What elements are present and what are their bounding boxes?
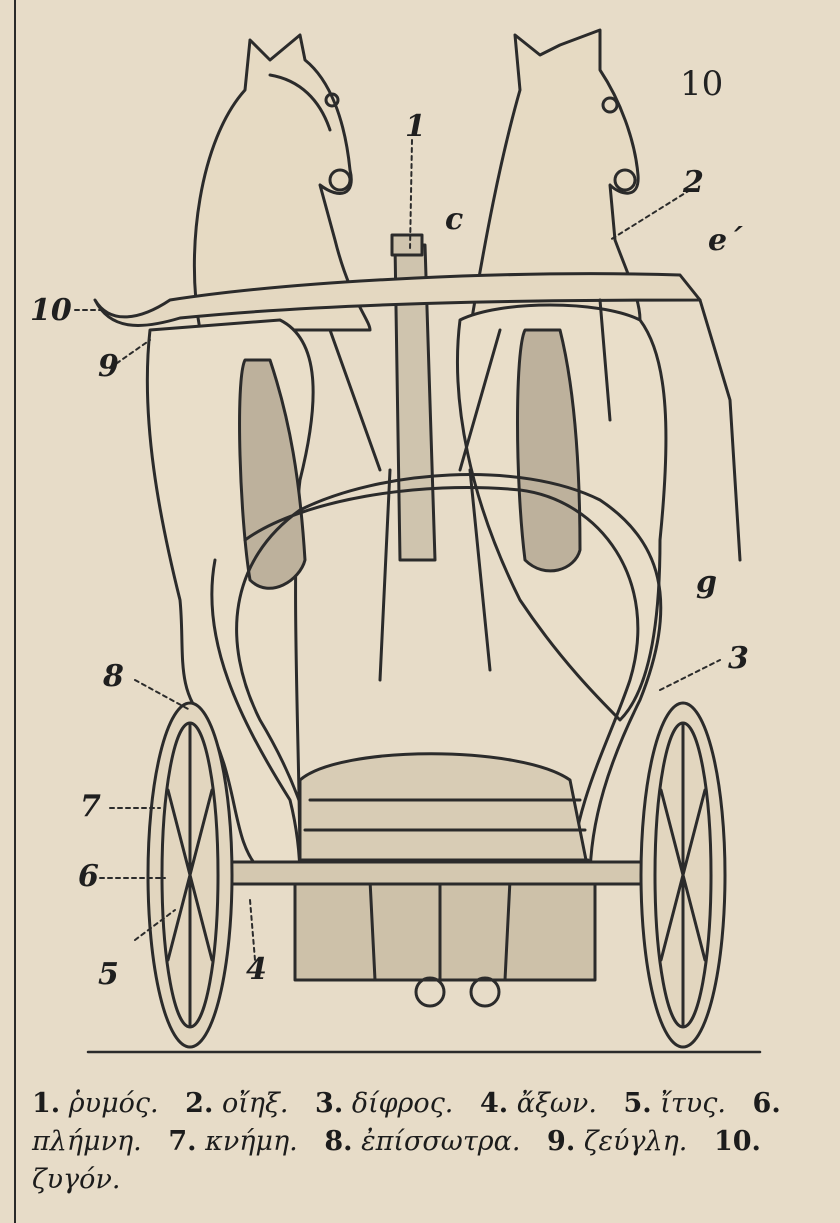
label-4: 4	[246, 952, 267, 987]
label-2: 2	[683, 165, 704, 200]
chariot-box	[293, 878, 597, 982]
label-8: 8	[103, 659, 124, 694]
legend-item-3: 3. δίφρος.	[315, 1088, 454, 1119]
label-1: 1	[405, 109, 426, 144]
chariot-floor	[298, 752, 592, 882]
label-g: g	[696, 565, 717, 600]
label-3: 3	[728, 641, 749, 676]
legend-item-6: 6. πλήμνη.	[32, 1088, 781, 1157]
label-7: 7	[80, 789, 101, 824]
legend-item-4: 4. ἄξων.	[480, 1088, 597, 1119]
legend-item-8: 8. ἐπίσσωτρα.	[324, 1126, 521, 1157]
label-6: 6	[78, 859, 99, 894]
label-e: e´	[708, 223, 743, 258]
legend-item-1: 1. ῥυμός.	[32, 1088, 159, 1119]
label-9: 9	[98, 349, 119, 384]
legend-item-10: 10. ζυγόν.	[32, 1126, 761, 1195]
legend-item-7: 7. κνήμη.	[168, 1126, 298, 1157]
label-c: c	[445, 202, 464, 237]
figure-number: 10	[680, 64, 724, 104]
axle	[163, 860, 697, 886]
legend-item-9: 9. ζεύγλη.	[547, 1126, 688, 1157]
margin-rule	[14, 0, 16, 1223]
left-horse	[192, 33, 372, 332]
label-10: 10	[30, 293, 72, 328]
label-5: 5	[98, 957, 119, 992]
legend-item-2: 2. οἴηξ.	[185, 1088, 289, 1119]
right-horse	[468, 28, 642, 332]
legend-item-5: 5. ἴτυς.	[623, 1088, 726, 1119]
figure-caption: 1. ῥυμός. 2. οἴηξ. 3. δίφρος. 4. ἄξων. 5…	[32, 1085, 792, 1199]
